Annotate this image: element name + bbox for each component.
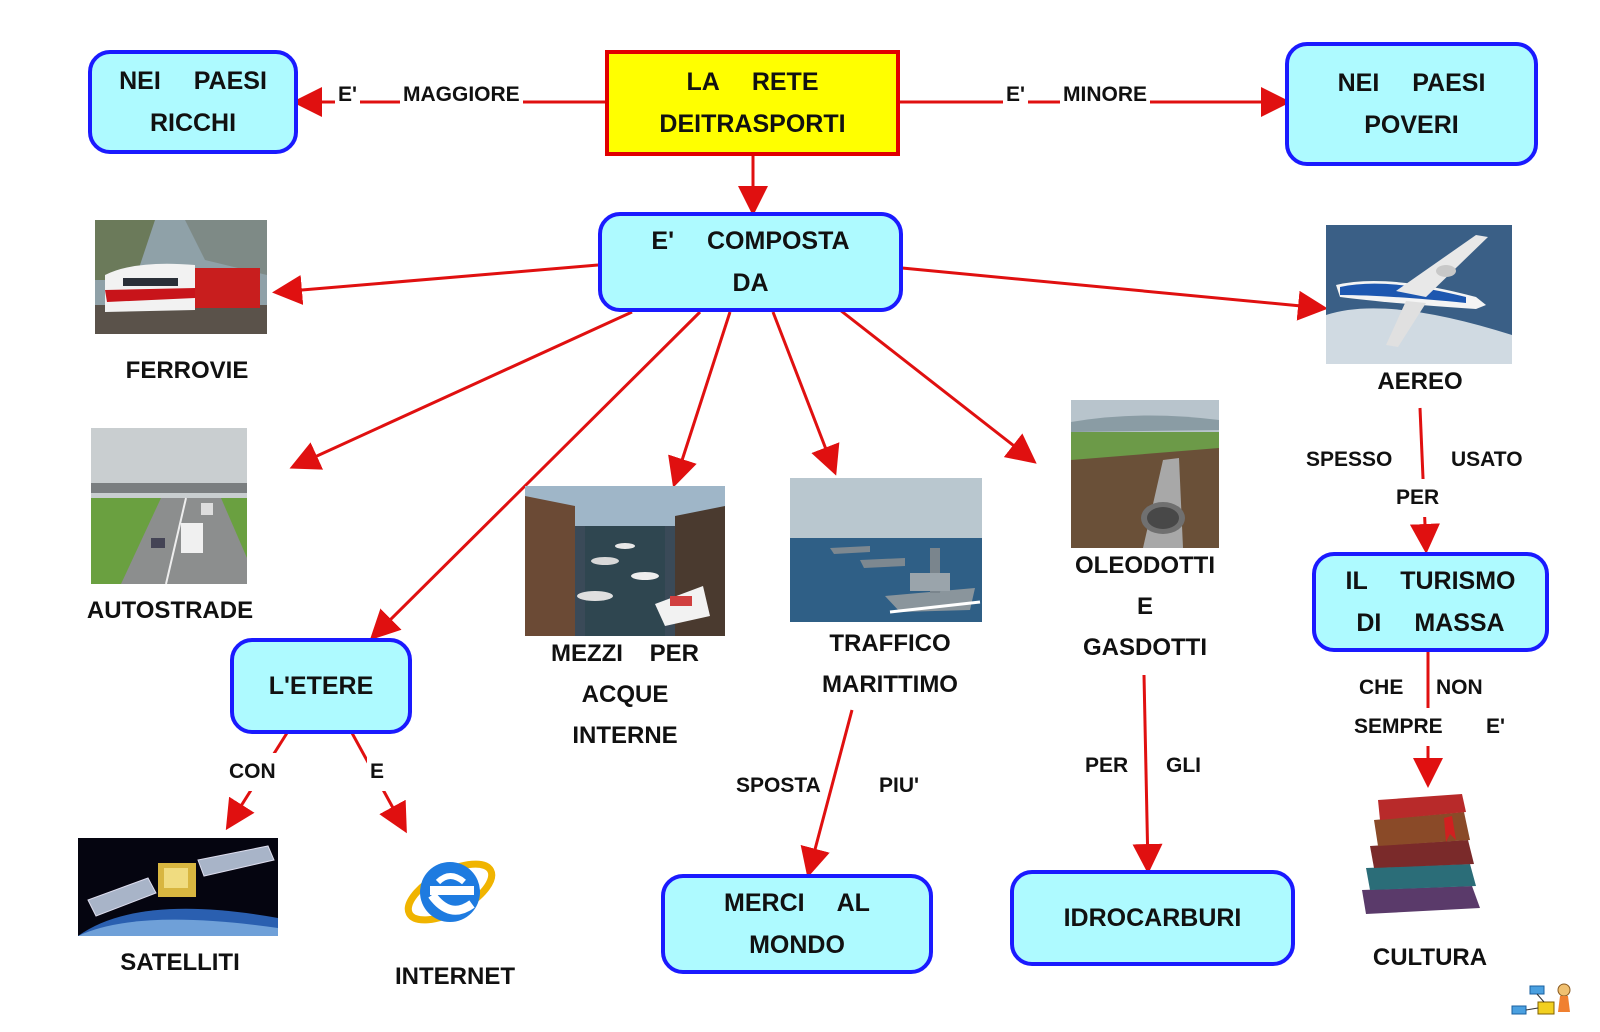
edge-label-e-internet: E: [367, 753, 388, 791]
caption-traffico-marittimo: TRAFFICO MARITTIMO: [790, 623, 990, 705]
caption-cultura: CULTURA: [1372, 944, 1488, 971]
satellite-photo: [78, 838, 278, 936]
node-poveri-line2: POVERI: [1364, 111, 1459, 139]
edge-label-spesso: SPESSO: [1303, 441, 1396, 479]
caption-oleodotti-line2: E: [1136, 593, 1153, 620]
airplane-photo: [1326, 225, 1512, 364]
node-paesi-poveri: NEI PAESI POVERI: [1285, 42, 1538, 166]
caption-autostrade: AUTOSTRADE: [86, 597, 254, 624]
caption-mezzi-acque-interne: MEZZI PER ACQUE INTERNE: [525, 633, 725, 756]
caption-oleodotti-line1: OLEODOTTI: [1075, 552, 1215, 579]
train-photo: [95, 220, 267, 334]
arrow-to-turismo: [1409, 407, 1440, 554]
node-idrocarburi-label: IDROCARBURI: [1063, 904, 1242, 932]
edge-label-e-minore: E': [1003, 76, 1029, 114]
node-etere-label: L'ETERE: [268, 672, 374, 700]
caption-internet: INTERNET: [395, 963, 515, 990]
node-merci-line2: MONDO: [749, 931, 845, 959]
highway-photo: [91, 428, 247, 584]
arrow-to-oleodotti: [839, 308, 1037, 464]
books-photo: [1352, 790, 1500, 920]
caption-traffico-line2: MARITTIMO: [822, 671, 958, 698]
caption-mezzi-line2: ACQUE: [581, 681, 669, 708]
node-ricchi-line2: RICCHI: [149, 109, 237, 137]
edge-label-gli: GLI: [1163, 747, 1204, 785]
caption-mezzi-line1: MEZZI PER: [550, 640, 699, 667]
caption-mezzi-line3: INTERNE: [572, 722, 678, 749]
root-node-rete-trasporti: LA RETE DEITRASPORTI: [605, 50, 900, 156]
caption-ferrovie: FERROVIE: [125, 357, 249, 384]
internet-explorer-icon: [402, 842, 498, 938]
caption-aereo: AEREO: [1377, 368, 1463, 395]
node-etere: L'ETERE: [230, 638, 412, 734]
edge-label-con: CON: [226, 753, 279, 791]
edge-label-piu: PIU': [876, 767, 923, 805]
node-composta-da: E' COMPOSTA DA: [598, 212, 903, 312]
edge-label-e-cultura: E': [1483, 708, 1509, 746]
caption-oleodotti-line3: GASDOTTI: [1083, 634, 1207, 661]
edge-label-sempre: SEMPRE: [1351, 708, 1446, 746]
canal-boats-photo: [525, 486, 725, 636]
node-composta-line2: DA: [732, 269, 769, 297]
caption-satelliti: SATELLITI: [120, 949, 240, 976]
edge-label-usato: USATO: [1448, 441, 1526, 479]
node-ricchi-line1: NEI PAESI: [119, 67, 267, 95]
caption-traffico-line1: TRAFFICO: [829, 630, 951, 657]
node-merci-al-mondo: MERCI AL MONDO: [661, 874, 933, 974]
arrow-to-traffico: [771, 311, 840, 476]
arrow-to-etere: [369, 310, 702, 641]
caption-oleodotti-gasdotti: OLEODOTTI E GASDOTTI: [1050, 545, 1240, 668]
arrow-to-autostrade: [289, 310, 633, 470]
edge-label-che: CHE: [1356, 669, 1407, 707]
root-line1: LA RETE DEI: [659, 68, 819, 138]
arrow-to-mezzi: [668, 311, 732, 488]
node-composta-line1: E' COMPOSTA: [651, 227, 850, 255]
node-turismo-di-massa: IL TURISMO DI MASSA: [1312, 552, 1549, 652]
pipeline-photo: [1071, 400, 1219, 548]
edge-label-minore: MINORE: [1060, 76, 1150, 114]
edge-label-non: NON: [1433, 669, 1486, 707]
node-merci-line1: MERCI AL: [724, 889, 870, 917]
concept-map-logo-icon: [1510, 978, 1576, 1022]
edge-label-per-turismo: PER: [1393, 479, 1443, 517]
root-line2: TRASPORTI: [701, 110, 846, 138]
arrow-to-idrocarburi: [1132, 674, 1163, 874]
node-poveri-line1: NEI PAESI: [1337, 69, 1486, 97]
edge-label-per: PER: [1082, 747, 1132, 785]
edge-label-sposta: SPOSTA: [733, 767, 824, 805]
node-idrocarburi: IDROCARBURI: [1010, 870, 1295, 966]
arrow-to-aereo: [901, 266, 1328, 321]
node-paesi-ricchi: NEI PAESI RICCHI: [88, 50, 298, 154]
edge-label-maggiore: MAGGIORE: [400, 76, 523, 114]
node-turismo-line2: DI MASSA: [1356, 609, 1505, 637]
warships-photo: [790, 478, 982, 622]
node-turismo-line1: IL TURISMO: [1345, 567, 1516, 595]
arrow-to-ferrovie: [272, 263, 599, 305]
edge-label-e-maggiore: E': [335, 76, 361, 114]
arrow-to-merci: [800, 709, 854, 878]
